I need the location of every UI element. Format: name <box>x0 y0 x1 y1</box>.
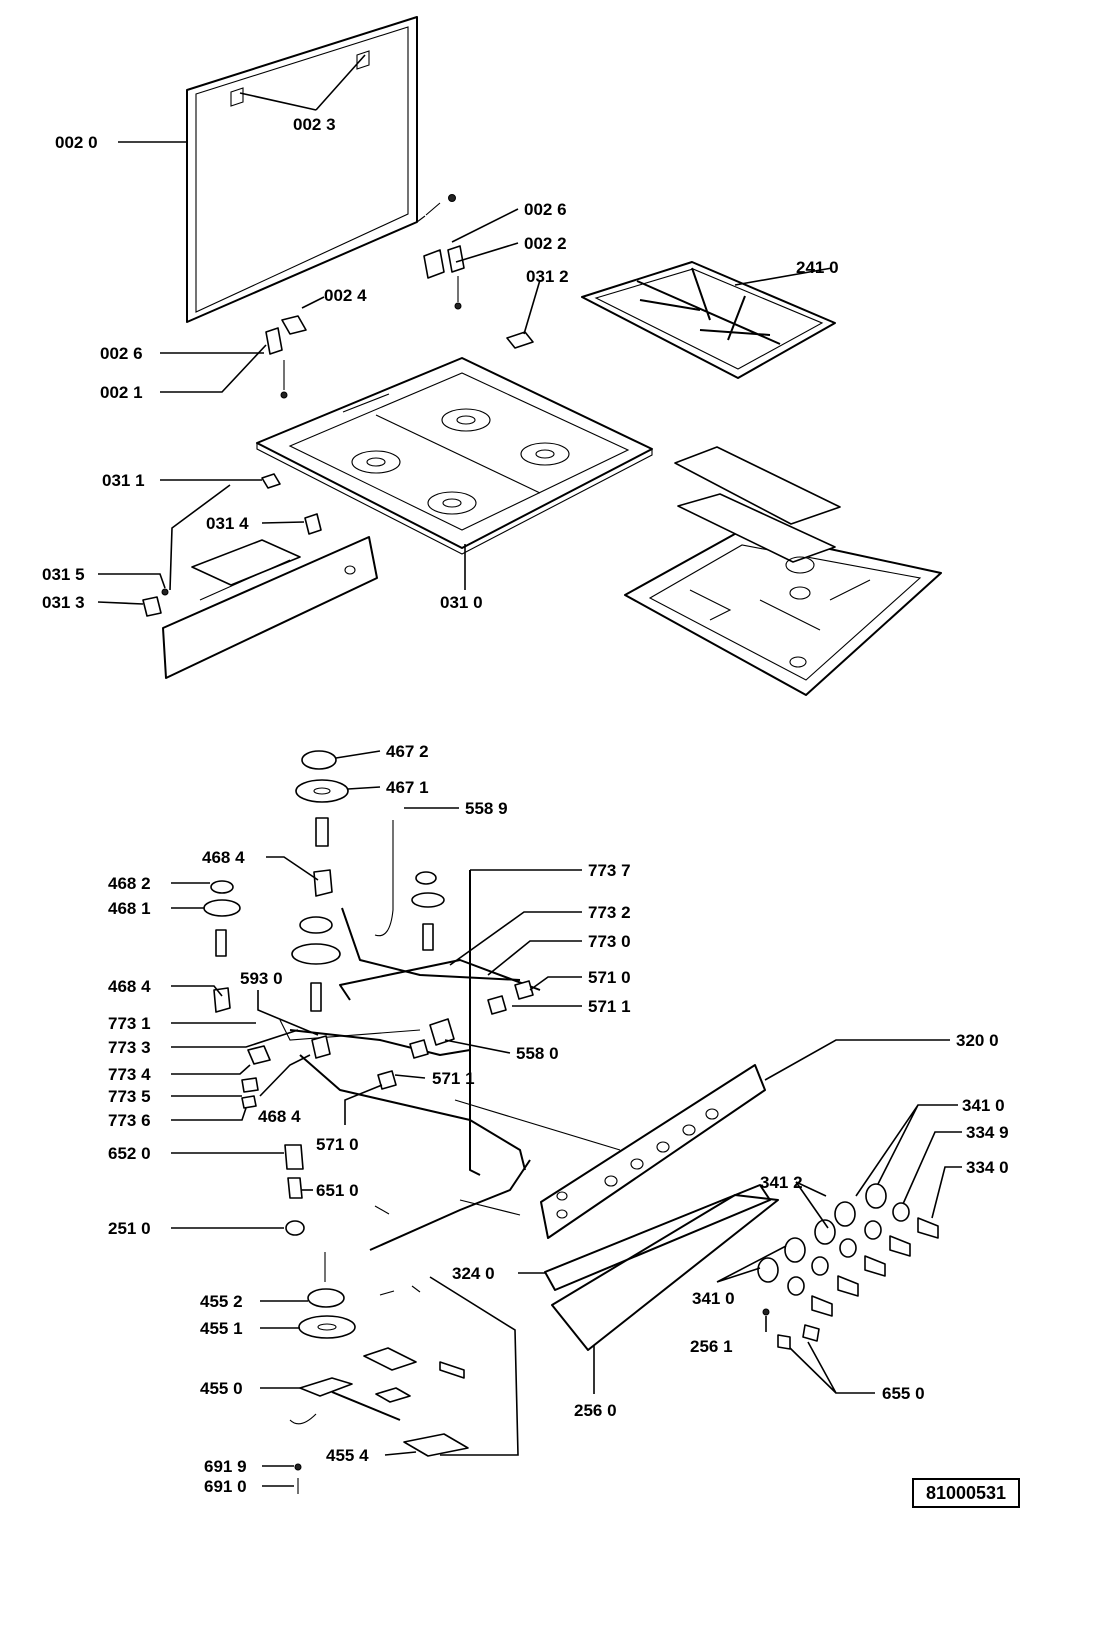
part-label-6520: 652 0 <box>108 1144 151 1163</box>
part-label-3340: 334 0 <box>966 1158 1009 1177</box>
part-label-4551: 455 1 <box>200 1319 243 1338</box>
part-label-0020: 002 0 <box>55 133 98 152</box>
part-label-0026b: 002 6 <box>100 344 143 363</box>
part-label-2561: 256 1 <box>690 1337 733 1356</box>
part-label-4672: 467 2 <box>386 742 429 761</box>
hinge-parts <box>265 245 534 399</box>
part-label-6910: 691 0 <box>204 1477 247 1496</box>
part-label-5710a: 571 0 <box>588 968 631 987</box>
part-label-4550: 455 0 <box>200 1379 243 1398</box>
part-label-7732: 773 2 <box>588 903 631 922</box>
part-label-7730: 773 0 <box>588 932 631 951</box>
leader-lines <box>97 54 962 1487</box>
lower-burner <box>289 1205 469 1494</box>
control-panel <box>540 1064 779 1351</box>
part-label-0023: 002 3 <box>293 115 336 134</box>
part-label-4554: 455 4 <box>326 1446 369 1465</box>
part-label-6550: 655 0 <box>882 1384 925 1403</box>
part-label-3412: 341 2 <box>760 1173 803 1192</box>
part-label-6919: 691 9 <box>204 1457 247 1476</box>
part-label-7734: 773 4 <box>108 1065 151 1084</box>
part-labels: 002 0 002 3 002 6 002 2 031 2 241 0 002 … <box>42 115 1009 1496</box>
part-label-7736: 773 6 <box>108 1111 151 1130</box>
part-label-0026a: 002 6 <box>524 200 567 219</box>
part-label-4682: 468 2 <box>108 874 151 893</box>
part-label-3349: 334 9 <box>966 1123 1009 1142</box>
part-label-0024: 002 4 <box>324 286 367 305</box>
part-label-3410a: 341 0 <box>962 1096 1005 1115</box>
part-label-6510: 651 0 <box>316 1181 359 1200</box>
lid-part <box>186 16 456 323</box>
part-label-7731: 773 1 <box>108 1014 151 1033</box>
part-label-5930: 593 0 <box>240 969 283 988</box>
part-label-7737: 773 7 <box>588 861 631 880</box>
part-label-5589: 558 9 <box>465 799 508 818</box>
part-label-4671: 467 1 <box>386 778 429 797</box>
part-label-7735: 773 5 <box>108 1087 151 1106</box>
control-knobs <box>757 1183 939 1350</box>
drawing-number-box: 81000531 <box>912 1478 1020 1508</box>
part-label-4684a: 468 4 <box>202 848 245 867</box>
part-label-2510: 251 0 <box>108 1219 151 1238</box>
part-label-0314: 031 4 <box>206 514 249 533</box>
part-label-2410: 241 0 <box>796 258 839 277</box>
part-label-0311: 031 1 <box>102 471 145 490</box>
part-label-7733: 773 3 <box>108 1038 151 1057</box>
base-plate <box>624 446 942 696</box>
part-label-0313: 031 3 <box>42 593 85 612</box>
part-label-0310: 031 0 <box>440 593 483 612</box>
part-label-5580: 558 0 <box>516 1044 559 1063</box>
part-label-2560: 256 0 <box>574 1401 617 1420</box>
part-label-5711a: 571 1 <box>588 997 631 1016</box>
part-label-4681: 468 1 <box>108 899 151 918</box>
part-label-0021: 002 1 <box>100 383 143 402</box>
burner-assemblies <box>203 750 621 1251</box>
part-label-3200: 320 0 <box>956 1031 999 1050</box>
part-label-3410b: 341 0 <box>692 1289 735 1308</box>
hob-top <box>256 357 653 555</box>
pan-support-grate <box>581 261 836 379</box>
part-label-0312: 031 2 <box>526 267 569 286</box>
part-label-0022: 002 2 <box>524 234 567 253</box>
part-label-0315: 031 5 <box>42 565 85 584</box>
part-label-4552: 455 2 <box>200 1292 243 1311</box>
part-label-5711b: 571 1 <box>432 1069 475 1088</box>
front-strip <box>142 473 378 679</box>
part-label-4684b: 468 4 <box>108 977 151 996</box>
part-label-5710b: 571 0 <box>316 1135 359 1154</box>
part-label-3240: 324 0 <box>452 1264 495 1283</box>
part-label-4684c: 468 4 <box>258 1107 301 1126</box>
